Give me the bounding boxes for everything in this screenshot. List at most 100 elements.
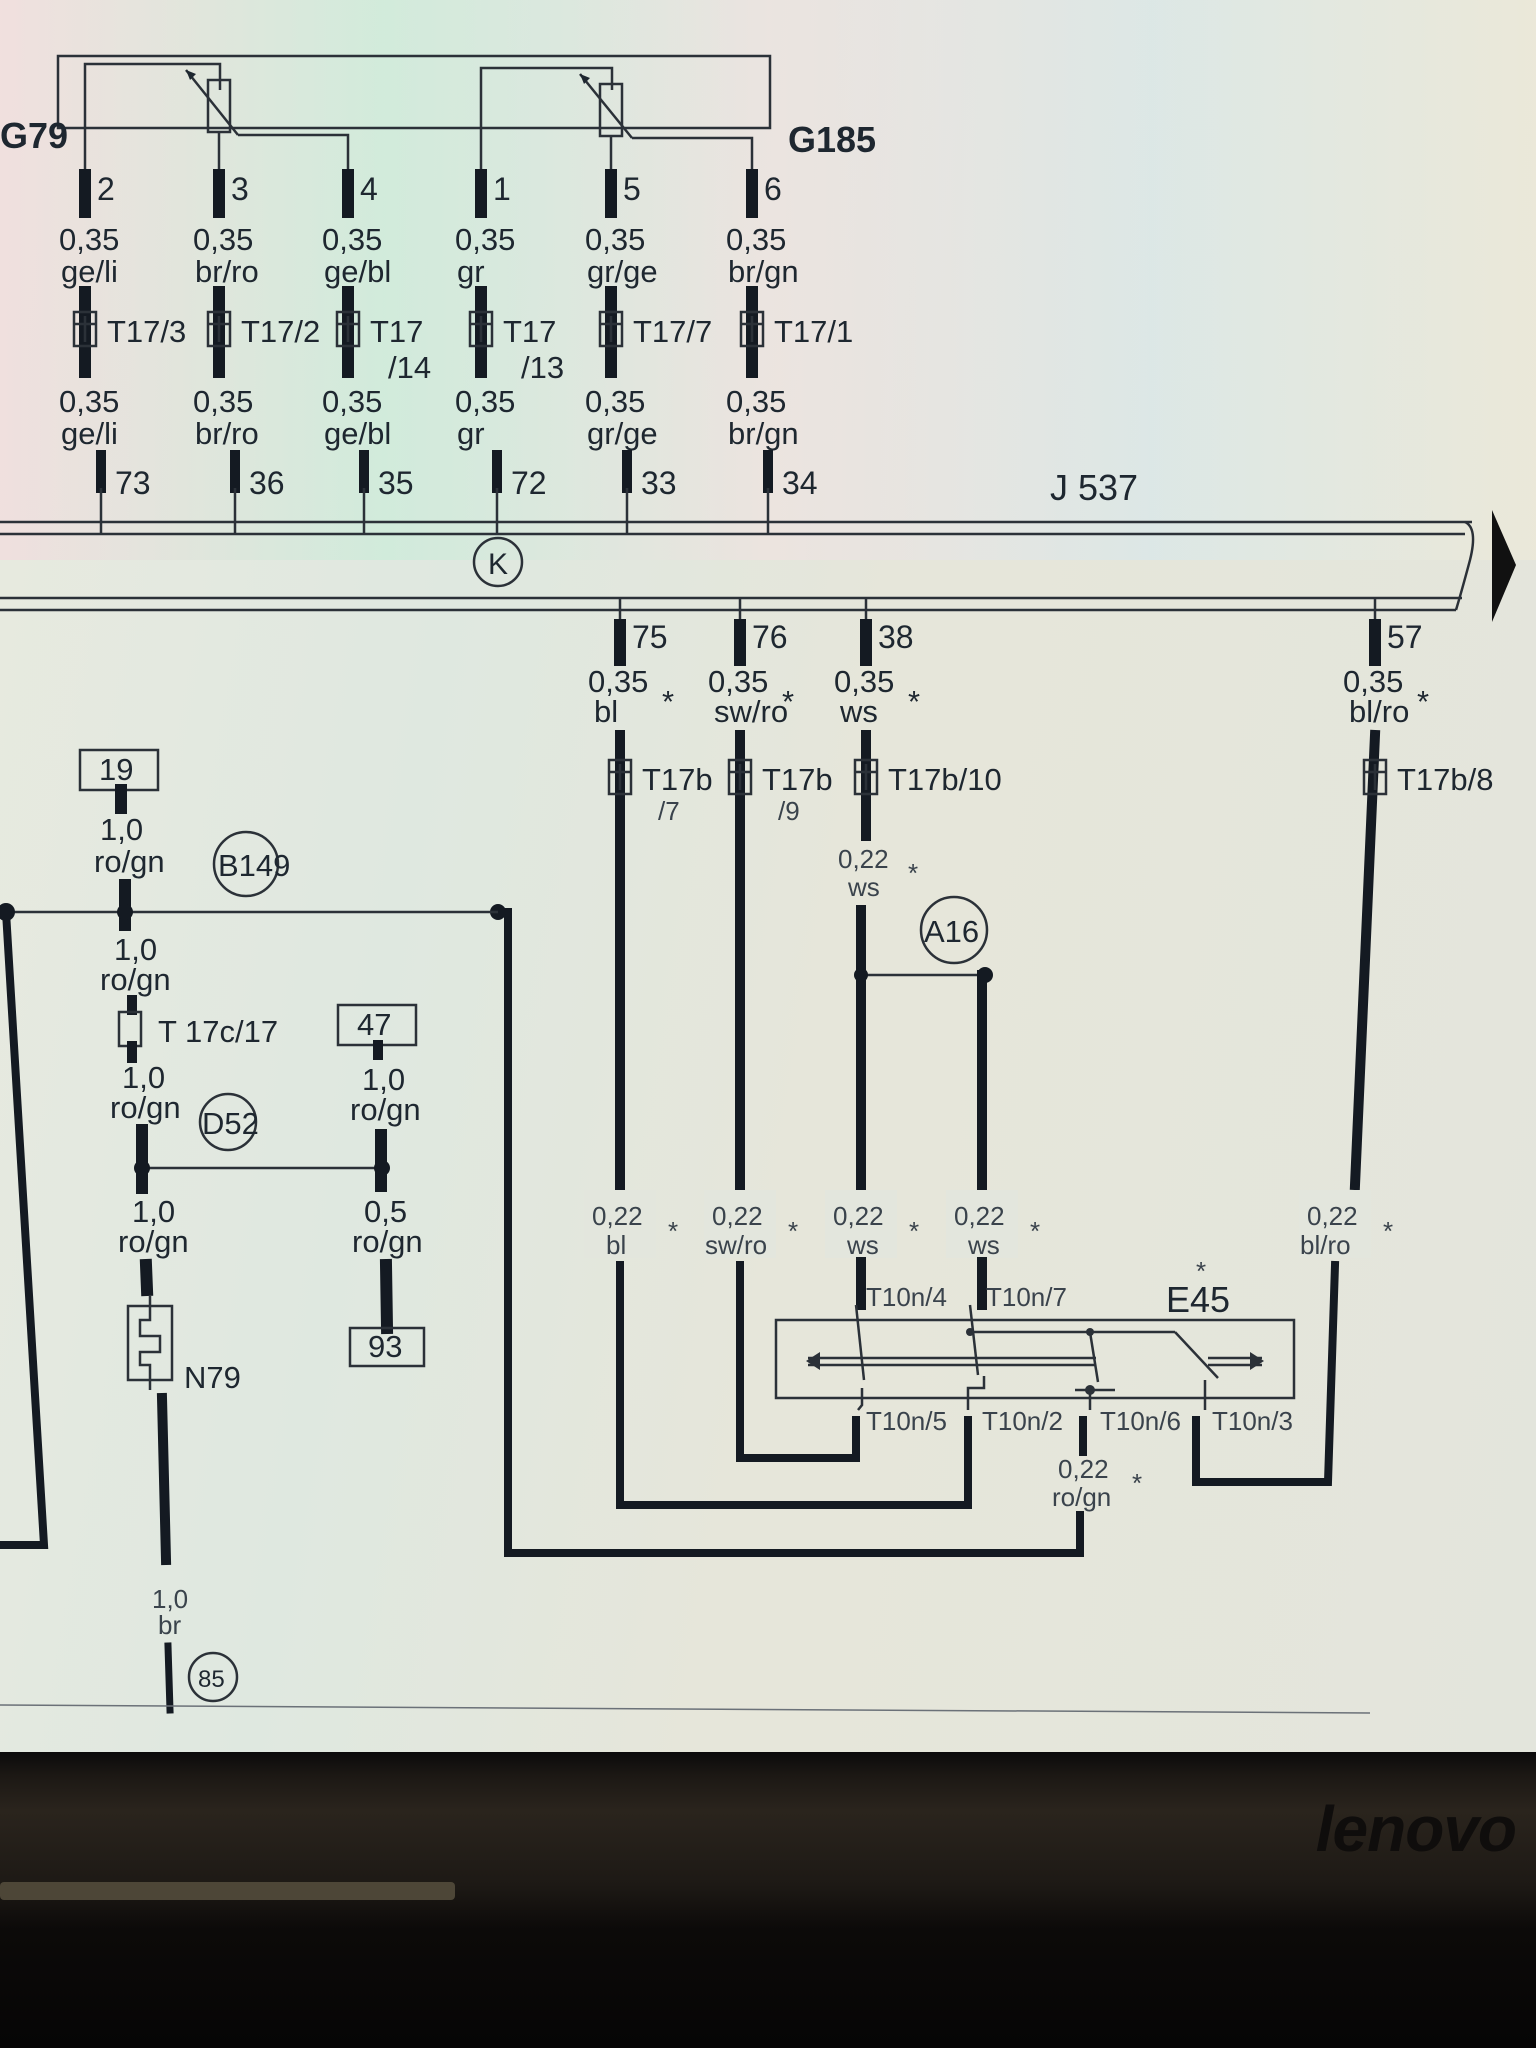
w3-color: ro/gn bbox=[110, 1090, 181, 1125]
splice-d52-label: D52 bbox=[202, 1106, 259, 1141]
wire-size: 0,22 bbox=[712, 1201, 763, 1231]
control-unit-j537: K J 537 bbox=[0, 467, 1516, 622]
w4-wire bbox=[139, 1258, 154, 1297]
wire-size: 0,35 bbox=[322, 222, 382, 257]
wire-size: 0,35 bbox=[59, 222, 119, 257]
wire-star: * bbox=[908, 684, 920, 719]
w93-size: 0,5 bbox=[364, 1194, 407, 1229]
blro-return-wire bbox=[1192, 1260, 1340, 1486]
switch-pin-label: T10n/5 bbox=[866, 1406, 947, 1436]
connector-label: T17 bbox=[503, 314, 556, 349]
g79-loop bbox=[83, 62, 222, 150]
contact-2-out bbox=[966, 1376, 986, 1410]
switch-pin-label: T10n/4 bbox=[866, 1282, 947, 1312]
g79-arrow-icon bbox=[186, 70, 196, 80]
left-return-wire bbox=[0, 907, 49, 1549]
wire-color: ws bbox=[846, 1230, 879, 1260]
junction-dot bbox=[854, 968, 868, 982]
connector-sub-label: /13 bbox=[521, 350, 564, 385]
wire-size: 0,35 bbox=[588, 664, 648, 699]
wire-size: 0,22 bbox=[954, 1201, 1005, 1231]
connector-t17c-icon bbox=[117, 1010, 143, 1048]
actuator-left-arrow-icon bbox=[806, 1352, 820, 1370]
g185-loop bbox=[479, 66, 614, 175]
sensor-assembly: G79 G185 bbox=[0, 54, 876, 175]
wire-size: 0,35 bbox=[726, 384, 786, 419]
wire-star: * bbox=[1383, 1216, 1393, 1246]
junction-dot bbox=[117, 904, 133, 920]
g79-label: G79 bbox=[0, 115, 68, 156]
ws-mid-size: 0,22 bbox=[838, 844, 889, 874]
switch-pin-label: T10n/2 bbox=[982, 1406, 1063, 1436]
wire-color: br/gn bbox=[728, 416, 799, 451]
w93-wire bbox=[379, 1258, 394, 1335]
actuator-right-arrow-icon bbox=[1250, 1352, 1264, 1370]
continuation-arrow-icon[interactable] bbox=[1492, 510, 1516, 622]
junction-dot bbox=[134, 1160, 150, 1176]
g79-wiper bbox=[185, 69, 239, 136]
bus-end bbox=[1454, 520, 1475, 611]
connector-label: T17b/8 bbox=[1397, 762, 1494, 797]
wire-color: sw/ro bbox=[705, 1230, 767, 1260]
wire-size: 0,35 bbox=[455, 222, 515, 257]
ground-wire-lower bbox=[164, 1642, 174, 1714]
g185-wire-6 bbox=[632, 136, 754, 175]
ground-color: br bbox=[158, 1610, 181, 1640]
connector-t17c-label: T 17c/17 bbox=[158, 1014, 278, 1049]
ecu-pin-number: 72 bbox=[511, 465, 547, 501]
splice-b149-label: B149 bbox=[218, 848, 290, 883]
wire-size: 0,35 bbox=[585, 384, 645, 419]
wire-star: * bbox=[1417, 684, 1429, 719]
wire-color: br/ro bbox=[195, 416, 259, 451]
fuse-47-label: 47 bbox=[357, 1007, 391, 1042]
connector-label: T17/1 bbox=[774, 314, 853, 349]
w4-color: ro/gn bbox=[118, 1224, 189, 1259]
connector-label: T17 bbox=[370, 314, 423, 349]
ecu-output-pin: 57 bbox=[1387, 619, 1423, 655]
label-gap bbox=[825, 1190, 897, 1258]
ecu-pin-number: 73 bbox=[115, 465, 151, 501]
splice-a16-circle bbox=[919, 895, 989, 965]
switch-pin-label: T10n/6 bbox=[1100, 1406, 1181, 1436]
connector-icon bbox=[1362, 758, 1388, 796]
splice-a16-label: A16 bbox=[924, 914, 979, 949]
connector-icon bbox=[206, 310, 232, 348]
switch-e45-housing bbox=[774, 1318, 1296, 1400]
switch-out-star: * bbox=[1132, 1468, 1142, 1498]
e45-label: E45 bbox=[1166, 1279, 1230, 1320]
connector-sub-label: /7 bbox=[658, 796, 680, 826]
wire-size: 0,22 bbox=[592, 1201, 643, 1231]
connector-label: T17/7 bbox=[633, 314, 712, 349]
wire-star: * bbox=[668, 1216, 678, 1246]
w3-size: 1,0 bbox=[122, 1060, 165, 1095]
sensor-pin-number: 2 bbox=[97, 171, 115, 207]
wire-color: ge/bl bbox=[324, 254, 391, 289]
switch-out-color: ro/gn bbox=[1052, 1482, 1111, 1512]
w4-size: 1,0 bbox=[132, 1194, 175, 1229]
label-gap bbox=[1299, 1190, 1371, 1258]
ws-mid-star: * bbox=[908, 858, 918, 888]
w2-color: ro/gn bbox=[100, 962, 171, 997]
contact-1-out bbox=[857, 1388, 864, 1411]
w2-size: 1,0 bbox=[114, 932, 157, 967]
wire-size: 0,35 bbox=[834, 664, 894, 699]
e45-star: * bbox=[1196, 1256, 1206, 1286]
swro-return-wire bbox=[736, 1261, 860, 1462]
wire-color: br/gn bbox=[728, 254, 799, 289]
label-gap bbox=[584, 1190, 656, 1258]
g185-label: G185 bbox=[788, 119, 876, 160]
connector-icon bbox=[727, 758, 753, 796]
wire-size: 0,35 bbox=[1343, 664, 1403, 699]
ecu-pin-number: 35 bbox=[378, 465, 414, 501]
w47-color: ro/gn bbox=[350, 1092, 421, 1127]
sensor-housing bbox=[56, 54, 772, 130]
